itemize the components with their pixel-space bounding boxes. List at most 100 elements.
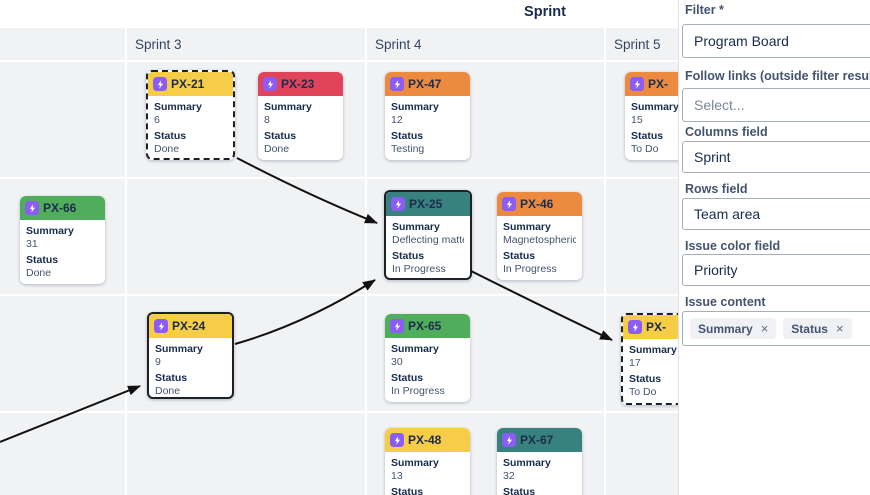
issue-content-select[interactable]: Summary× Status× [682,311,870,346]
summary-field-label: Summary [155,343,203,355]
lightning-bolt-icon [390,77,404,91]
follow-links-select[interactable]: Select... [682,88,870,122]
status-field-value: Done [154,143,180,155]
lightning-bolt-icon [390,319,404,333]
column-header-blank [0,28,125,60]
column-header-label: Sprint 4 [375,36,422,52]
summary-field-value: 9 [155,356,161,368]
columns-group-header: Sprint [524,4,566,20]
issue-color-field-label: Issue color field [685,239,781,253]
card-header: PX-25 [386,192,470,216]
issue-card-px-48[interactable]: PX-48Summary13StatusTo Do [385,428,470,495]
rows-field-label: Rows field [685,182,748,196]
summary-field-value: 8 [264,114,270,126]
status-field-value: Done [26,267,52,279]
filter-select[interactable]: Program Board [682,24,870,58]
issue-key: PX-67 [520,433,554,447]
card-header: PX-48 [385,428,470,452]
filter-label: Filter * [685,3,724,17]
column-header-sprint-4: Sprint 4 [367,28,604,60]
issue-key: PX-23 [281,77,315,91]
summary-field-label: Summary [629,344,677,356]
status-field-value: Done [155,385,181,397]
card-header: PX-46 [497,192,582,216]
summary-field-label: Summary [631,101,679,113]
card-header: PX-24 [149,314,232,338]
rows-field-select[interactable]: Team area [682,198,870,230]
remove-chip-icon[interactable]: × [835,321,844,336]
lightning-bolt-icon [391,197,405,211]
columns-field-select[interactable]: Sprint [682,141,870,173]
status-field-value: In Progress [392,263,446,275]
status-field-label: Status [631,130,664,142]
summary-field-value: 12 [391,114,403,126]
summary-field-value: Deflecting matte [392,234,464,246]
summary-field-value: 32 [503,470,515,482]
card-header: PX-21 [148,72,233,96]
status-field-value: In Progress [503,263,557,275]
status-field-value: Done [264,143,290,155]
column-header-sprint-3: Sprint 3 [127,28,365,60]
issue-key: PX-48 [408,433,442,447]
summary-field-value: 13 [391,470,403,482]
summary-field-label: Summary [503,457,551,469]
issue-color-field-select[interactable]: Priority [682,254,870,286]
summary-field-value: 15 [631,114,643,126]
lightning-bolt-icon [263,77,277,91]
card-body: Summary13StatusTo Do [385,452,470,495]
summary-field-value: 17 [629,357,641,369]
issue-key: PX- [646,320,667,334]
summary-field-label: Summary [503,221,551,233]
issue-key: PX-66 [43,201,77,215]
card-header: PX-65 [385,314,470,338]
chip-status[interactable]: Status× [783,318,852,339]
card-body: Summary32StatusIn Progress [497,452,582,495]
column-header-label: Sprint 3 [135,36,182,52]
card-header: PX-47 [385,72,470,96]
issue-key: PX-25 [409,197,443,211]
status-field-label: Status [155,372,188,384]
status-field-label: Status [391,130,424,142]
card-header: PX-67 [497,428,582,452]
column-header-label: Sprint 5 [614,36,661,52]
status-field-label: Status [154,130,187,142]
grid-cell [127,179,365,294]
status-field-label: Status [503,486,536,495]
status-field-label: Status [629,373,662,385]
grid-cell [127,413,365,495]
grid-cell [0,296,125,411]
remove-chip-icon[interactable]: × [760,321,769,336]
summary-field-label: Summary [392,221,440,233]
status-field-label: Status [391,372,424,384]
status-field-label: Status [391,486,424,495]
grid-cell [0,62,125,177]
card-header: PX-66 [20,196,105,220]
issue-key: PX-24 [172,319,206,333]
lightning-bolt-icon [390,433,404,447]
status-field-value: To Do [631,143,659,155]
status-field-label: Status [503,250,536,262]
issue-content-label: Issue content [685,295,766,309]
follow-links-label: Follow links (outside filter result) [685,69,870,83]
issue-key: PX-65 [408,319,442,333]
summary-field-value: 31 [26,238,38,250]
issue-card-px-67[interactable]: PX-67Summary32StatusIn Progress [497,428,582,495]
status-field-label: Status [264,130,297,142]
grid-cell [0,413,125,495]
chip-summary[interactable]: Summary× [690,318,777,339]
